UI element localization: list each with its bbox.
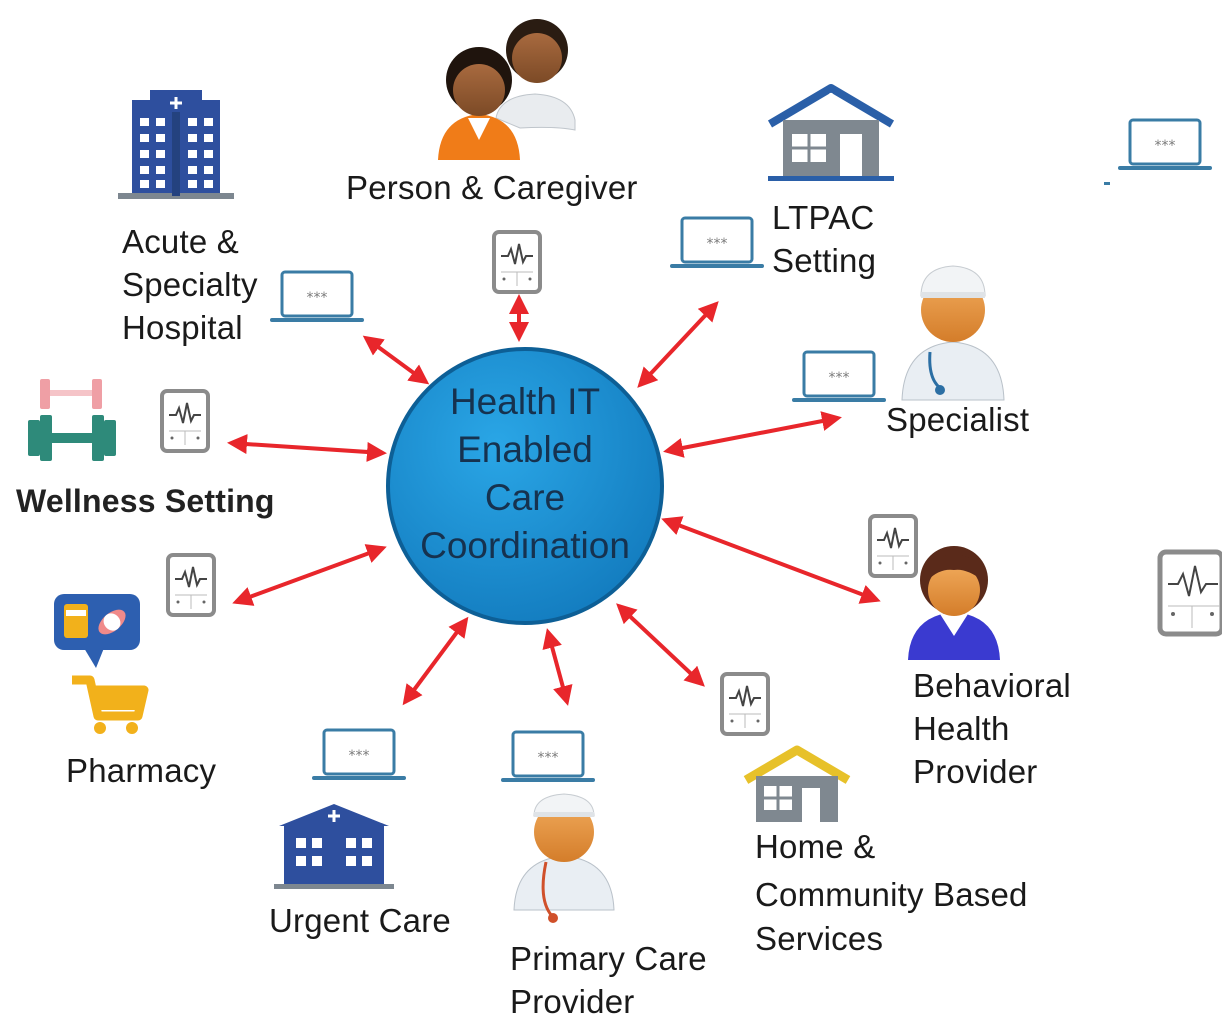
arrow-wellness bbox=[227, 434, 387, 462]
arrow-urgent bbox=[402, 616, 469, 706]
dumbbell-icon bbox=[28, 379, 116, 461]
tablet-monitor-icon bbox=[492, 230, 542, 294]
arrow-ltpac bbox=[637, 301, 719, 388]
label-person-caregiver: Person & Caregiver bbox=[346, 166, 638, 209]
laptop-icon bbox=[312, 728, 406, 780]
hospital-building-icon bbox=[118, 90, 234, 199]
label-line: Health bbox=[913, 710, 1010, 747]
label-line: Home & bbox=[755, 828, 876, 865]
label-line: Provider bbox=[913, 753, 1038, 790]
person-caregiver-icon bbox=[438, 19, 576, 160]
label-ltpac: LTPAC Setting bbox=[772, 196, 882, 282]
label-line: Pharmacy bbox=[66, 752, 217, 789]
hub-title: Health IT Enabled Care Coordination bbox=[392, 378, 658, 570]
label-line: Community Based bbox=[755, 876, 1028, 913]
label-line: Wellness Setting bbox=[16, 483, 275, 519]
label-line: Services bbox=[755, 920, 884, 957]
arrow-pharmacy bbox=[232, 544, 387, 606]
shopping-cart-icon bbox=[72, 675, 149, 734]
label-primary-care: Primary Care Provider bbox=[510, 937, 707, 1023]
label-specialist: Specialist bbox=[886, 398, 1029, 441]
arrow-acute bbox=[362, 335, 430, 385]
label-line: Specialist bbox=[886, 401, 1030, 438]
specialist-nurse-icon bbox=[901, 265, 1005, 401]
label-pharmacy: Pharmacy bbox=[66, 749, 216, 792]
ltpac-building-icon bbox=[767, 84, 895, 181]
laptop-icon bbox=[270, 270, 364, 322]
tablet-monitor-icon bbox=[160, 389, 210, 453]
arrow-home bbox=[616, 603, 705, 687]
hub-title-line: Care bbox=[484, 477, 566, 518]
laptop-icon bbox=[501, 730, 595, 782]
arrow-specialist bbox=[663, 411, 842, 458]
label-acute-hospital: Acute & Specialty Hospital bbox=[122, 220, 258, 349]
label-line: Provider bbox=[510, 983, 635, 1020]
label-line: Person & Caregiver bbox=[346, 169, 638, 206]
label-line: Urgent Care bbox=[269, 902, 451, 939]
label-home-community: Home & Community Based Services bbox=[755, 823, 1028, 959]
label-line: LTPAC bbox=[772, 199, 875, 236]
tablet-monitor-icon bbox=[1157, 549, 1222, 637]
arrow-behavioral bbox=[661, 516, 881, 604]
behavioral-provider-icon bbox=[908, 546, 1000, 660]
hub-title-line: Enabled bbox=[457, 429, 593, 470]
primary-care-nurse-icon bbox=[513, 793, 615, 923]
label-line: Behavioral bbox=[913, 667, 1071, 704]
label-line: Primary Care bbox=[510, 940, 707, 977]
hub-circle bbox=[386, 347, 664, 625]
connector-arrows bbox=[227, 294, 881, 706]
label-wellness: Wellness Setting bbox=[16, 480, 275, 523]
laptop-icon bbox=[1118, 118, 1212, 170]
label-urgent-care: Urgent Care bbox=[269, 899, 451, 942]
urgent-care-building-icon bbox=[274, 804, 394, 889]
tablet-monitor-icon bbox=[166, 553, 216, 617]
laptop-icon bbox=[670, 216, 764, 268]
label-line: Specialty bbox=[122, 266, 258, 303]
label-line: Acute & bbox=[122, 223, 239, 260]
arrow-primary bbox=[542, 628, 573, 706]
hub-title-line: Coordination bbox=[420, 525, 630, 566]
label-line: Hospital bbox=[122, 309, 243, 346]
laptop-icon bbox=[792, 350, 886, 402]
label-line: Setting bbox=[772, 242, 877, 279]
home-building-icon bbox=[743, 745, 851, 822]
tablet-monitor-icon bbox=[868, 514, 918, 578]
tablet-monitor-icon bbox=[720, 672, 770, 736]
label-behavioral: Behavioral Health Provider bbox=[913, 664, 1071, 793]
hub-title-line: Health IT bbox=[449, 381, 601, 422]
pharmacy-bubble-icon bbox=[54, 594, 140, 668]
